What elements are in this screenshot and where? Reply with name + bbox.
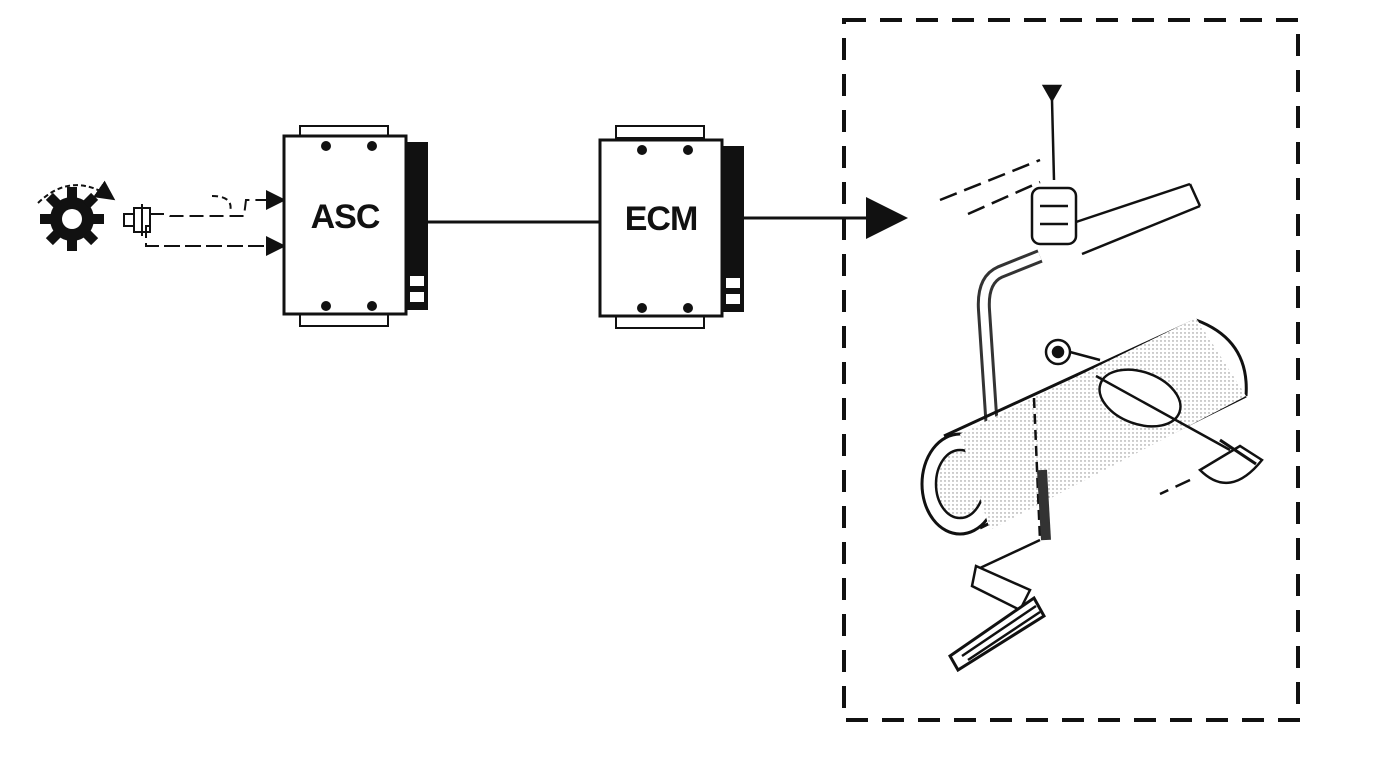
asc-module: ASC	[282, 125, 428, 327]
throttle-system-boundary	[842, 18, 1300, 722]
ecm-label: ECM	[625, 200, 698, 238]
sensor-wiring	[145, 190, 286, 256]
throttle-assembly-icon	[920, 84, 1264, 673]
ecm-module: ECM	[598, 125, 744, 329]
toothed-wheel-icon	[37, 180, 116, 251]
asc-label: ASC	[311, 198, 380, 236]
